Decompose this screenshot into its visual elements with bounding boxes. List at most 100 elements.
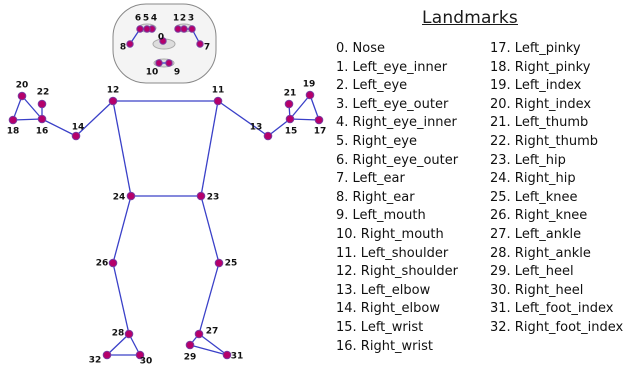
legend-item: 30. Right_heel (490, 282, 584, 298)
legend-item: 22. Right_thumb (490, 133, 599, 149)
legend-item: 4. Right_eye_inner (336, 115, 457, 131)
connection-line-11-23 (200, 100, 219, 197)
landmark-point-23 (196, 191, 206, 201)
landmark-point-5 (143, 25, 151, 33)
landmark-point-11 (213, 96, 223, 106)
connection-line-25-27 (198, 262, 220, 335)
landmark-label-26: 26 (96, 259, 109, 269)
legend-item: 26. Right_knee (490, 208, 588, 224)
landmark-point-29 (185, 340, 195, 350)
legend-item: 32. Right_foot_index (490, 319, 623, 335)
landmark-point-14 (71, 131, 81, 141)
landmark-point-6 (136, 25, 144, 33)
legend-item: 11. Left_shoulder (336, 245, 449, 261)
legend-item: 21. Left_thumb (490, 115, 589, 131)
landmark-label-13: 13 (250, 123, 263, 133)
landmark-point-25 (214, 258, 224, 268)
landmark-point-18 (8, 115, 18, 125)
legend-item: 20. Right_index (490, 96, 592, 112)
connection-line-28-32 (106, 333, 130, 356)
landmark-point-7 (196, 40, 204, 48)
landmark-label-10: 10 (146, 68, 159, 78)
landmark-point-15 (285, 114, 295, 124)
connection-line-14-16 (41, 118, 77, 137)
landmark-point-17 (314, 115, 324, 125)
legend-item: 9. Left_mouth (336, 208, 426, 224)
landmark-label-27: 27 (206, 327, 219, 337)
landmark-label-25: 25 (225, 259, 238, 269)
connection-line-13-15 (267, 118, 291, 137)
landmark-label-24: 24 (113, 193, 126, 203)
landmark-label-20: 20 (16, 81, 29, 91)
connection-line-24-26 (112, 195, 132, 264)
landmark-label-19: 19 (303, 80, 316, 90)
legend-item: 16. Right_wrist (336, 338, 433, 354)
landmark-label-9: 9 (174, 68, 180, 78)
landmark-label-1: 1 (173, 14, 179, 24)
legend-item: 6. Right_eye_outer (336, 152, 459, 168)
legend-item: 14. Right_elbow (336, 301, 440, 317)
landmark-label-17: 17 (314, 127, 327, 137)
landmark-point-13 (263, 131, 273, 141)
landmark-point-31 (222, 350, 232, 360)
landmark-label-7: 7 (204, 43, 210, 53)
landmark-label-15: 15 (285, 127, 298, 137)
legend-item: 18. Right_pinky (490, 59, 591, 75)
landmark-label-21: 21 (284, 89, 297, 99)
legend-column-2: 17. Left_pinky 18. Right_pinky 19. Left_in… (490, 40, 623, 338)
landmark-points-layer (8, 25, 324, 360)
landmark-point-10 (155, 59, 163, 67)
landmark-point-0 (159, 37, 167, 45)
landmark-point-9 (165, 59, 173, 67)
landmark-label-12: 12 (107, 86, 120, 96)
landmark-point-2 (180, 25, 188, 33)
legend-item: 15. Left_wrist (336, 319, 424, 335)
landmark-label-0: 0 (158, 33, 164, 43)
legend-item: 27. Left_ankle (490, 226, 582, 242)
legend-item: 23. Left_hip (490, 152, 566, 168)
landmark-label-5: 5 (143, 14, 149, 24)
landmark-point-16 (37, 114, 47, 124)
legend-item: 19. Left_index (490, 78, 582, 94)
legend-item: 29. Left_heel (490, 264, 574, 280)
legend-item: 12. Right_shoulder (336, 264, 458, 280)
legend-item: 24. Right_hip (490, 171, 576, 187)
legend-item: 25. Left_knee (490, 189, 578, 205)
landmark-label-23: 23 (207, 193, 220, 203)
connection-line-11-13 (217, 100, 269, 137)
landmark-point-22 (37, 99, 47, 109)
landmark-label-11: 11 (212, 86, 225, 96)
connection-line-15-17 (289, 118, 320, 121)
landmark-point-19 (305, 90, 315, 100)
landmark-point-32 (102, 350, 112, 360)
legend-item: 0. Nose (336, 41, 385, 56)
legend-item: 1. Left_eye_inner (336, 59, 448, 75)
landmark-label-8: 8 (120, 43, 126, 53)
landmark-point-24 (126, 191, 136, 201)
legend-item: 3. Left_eye_outer (336, 96, 449, 112)
legend-item: 10. Right_mouth (336, 226, 444, 242)
landmark-label-28: 28 (112, 329, 125, 339)
landmark-label-22: 22 (37, 88, 50, 98)
connection-line-27-31 (198, 333, 228, 356)
connection-line-17-19 (309, 94, 320, 121)
landmark-label-32: 32 (89, 356, 102, 366)
landmark-label-30: 30 (140, 357, 153, 367)
legend-item: 28. Right_ankle (490, 245, 591, 261)
connection-line-26-28 (112, 262, 130, 335)
connection-line-16-18 (12, 118, 43, 121)
landmark-label-4: 4 (151, 14, 157, 24)
connection-line-15-19 (289, 94, 311, 120)
landmark-point-26 (108, 258, 118, 268)
landmark-label-29: 29 (184, 353, 197, 363)
landmark-point-20 (17, 91, 27, 101)
legend-item: 17. Left_pinky (490, 41, 581, 56)
legend-item: 31. Left_foot_index (490, 301, 614, 317)
landmark-label-14: 14 (72, 123, 85, 133)
legend-item: 7. Left_ear (336, 171, 405, 187)
landmark-label-31: 31 (231, 352, 244, 362)
landmark-point-30 (135, 350, 145, 360)
